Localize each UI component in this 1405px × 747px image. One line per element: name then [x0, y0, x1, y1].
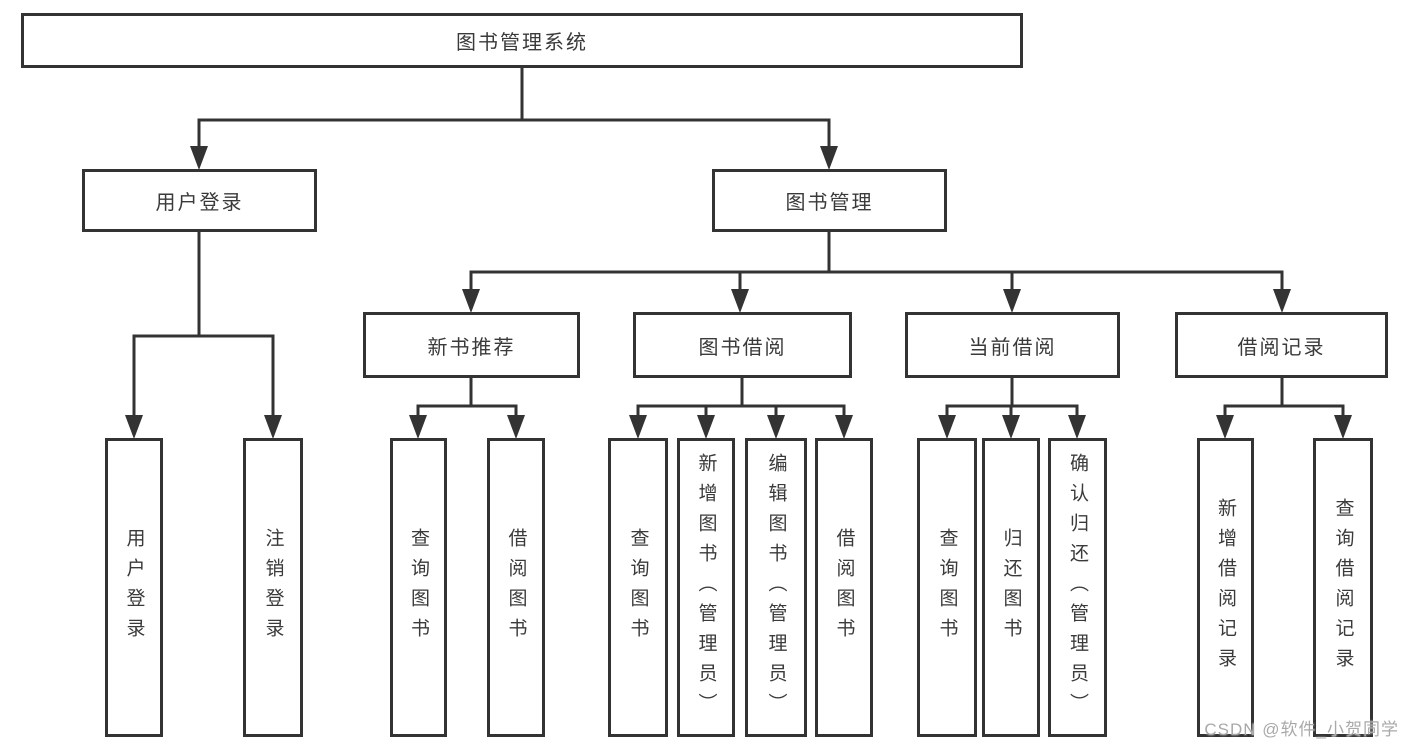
- node-book-management: 图书管理: [712, 169, 947, 232]
- connector-root-branch: [197, 66, 831, 150]
- connector-book-management-branch: [469, 230, 1284, 293]
- leaf-nbr-borrow-book: 借阅图书: [487, 438, 545, 737]
- node-current-borrow: 当前借阅: [905, 312, 1120, 378]
- connector-new-book-branch: [416, 376, 518, 419]
- csdn-watermark: CSDN @软件_小贺同学: [1204, 720, 1399, 739]
- node-new-book-recommend: 新书推荐: [363, 312, 580, 378]
- connector-current-borrow-branch: [945, 376, 1079, 419]
- leaf-logout: 注销登录: [243, 438, 303, 737]
- leaf-bb-borrow-book: 借阅图书: [815, 438, 873, 737]
- leaf-bb-edit-book-admin: 编辑图书（管理员）: [745, 438, 807, 737]
- node-user-login: 用户登录: [82, 169, 317, 232]
- leaf-nbr-query-book: 查询图书: [390, 438, 447, 737]
- leaf-bb-query-book: 查询图书: [608, 438, 668, 737]
- connector-user-login-branch: [132, 230, 275, 419]
- leaf-bb-add-book-admin: 新增图书（管理员）: [677, 438, 735, 737]
- node-book-borrow: 图书借阅: [633, 312, 852, 378]
- connector-book-borrow-branch: [636, 376, 846, 419]
- leaf-br-query-record: 查询借阅记录: [1313, 438, 1373, 737]
- node-root: 图书管理系统: [21, 13, 1023, 68]
- arrowheads: [125, 146, 1352, 439]
- leaf-br-add-record: 新增借阅记录: [1197, 438, 1254, 737]
- connector-borrow-records-branch: [1223, 376, 1345, 419]
- leaf-user-login: 用户登录: [105, 438, 163, 737]
- leaf-cb-return-book: 归还图书: [982, 438, 1040, 737]
- node-borrow-records: 借阅记录: [1175, 312, 1388, 378]
- leaf-cb-confirm-return-admin: 确认归还（管理员）: [1048, 438, 1107, 737]
- leaf-cb-query-book: 查询图书: [917, 438, 977, 737]
